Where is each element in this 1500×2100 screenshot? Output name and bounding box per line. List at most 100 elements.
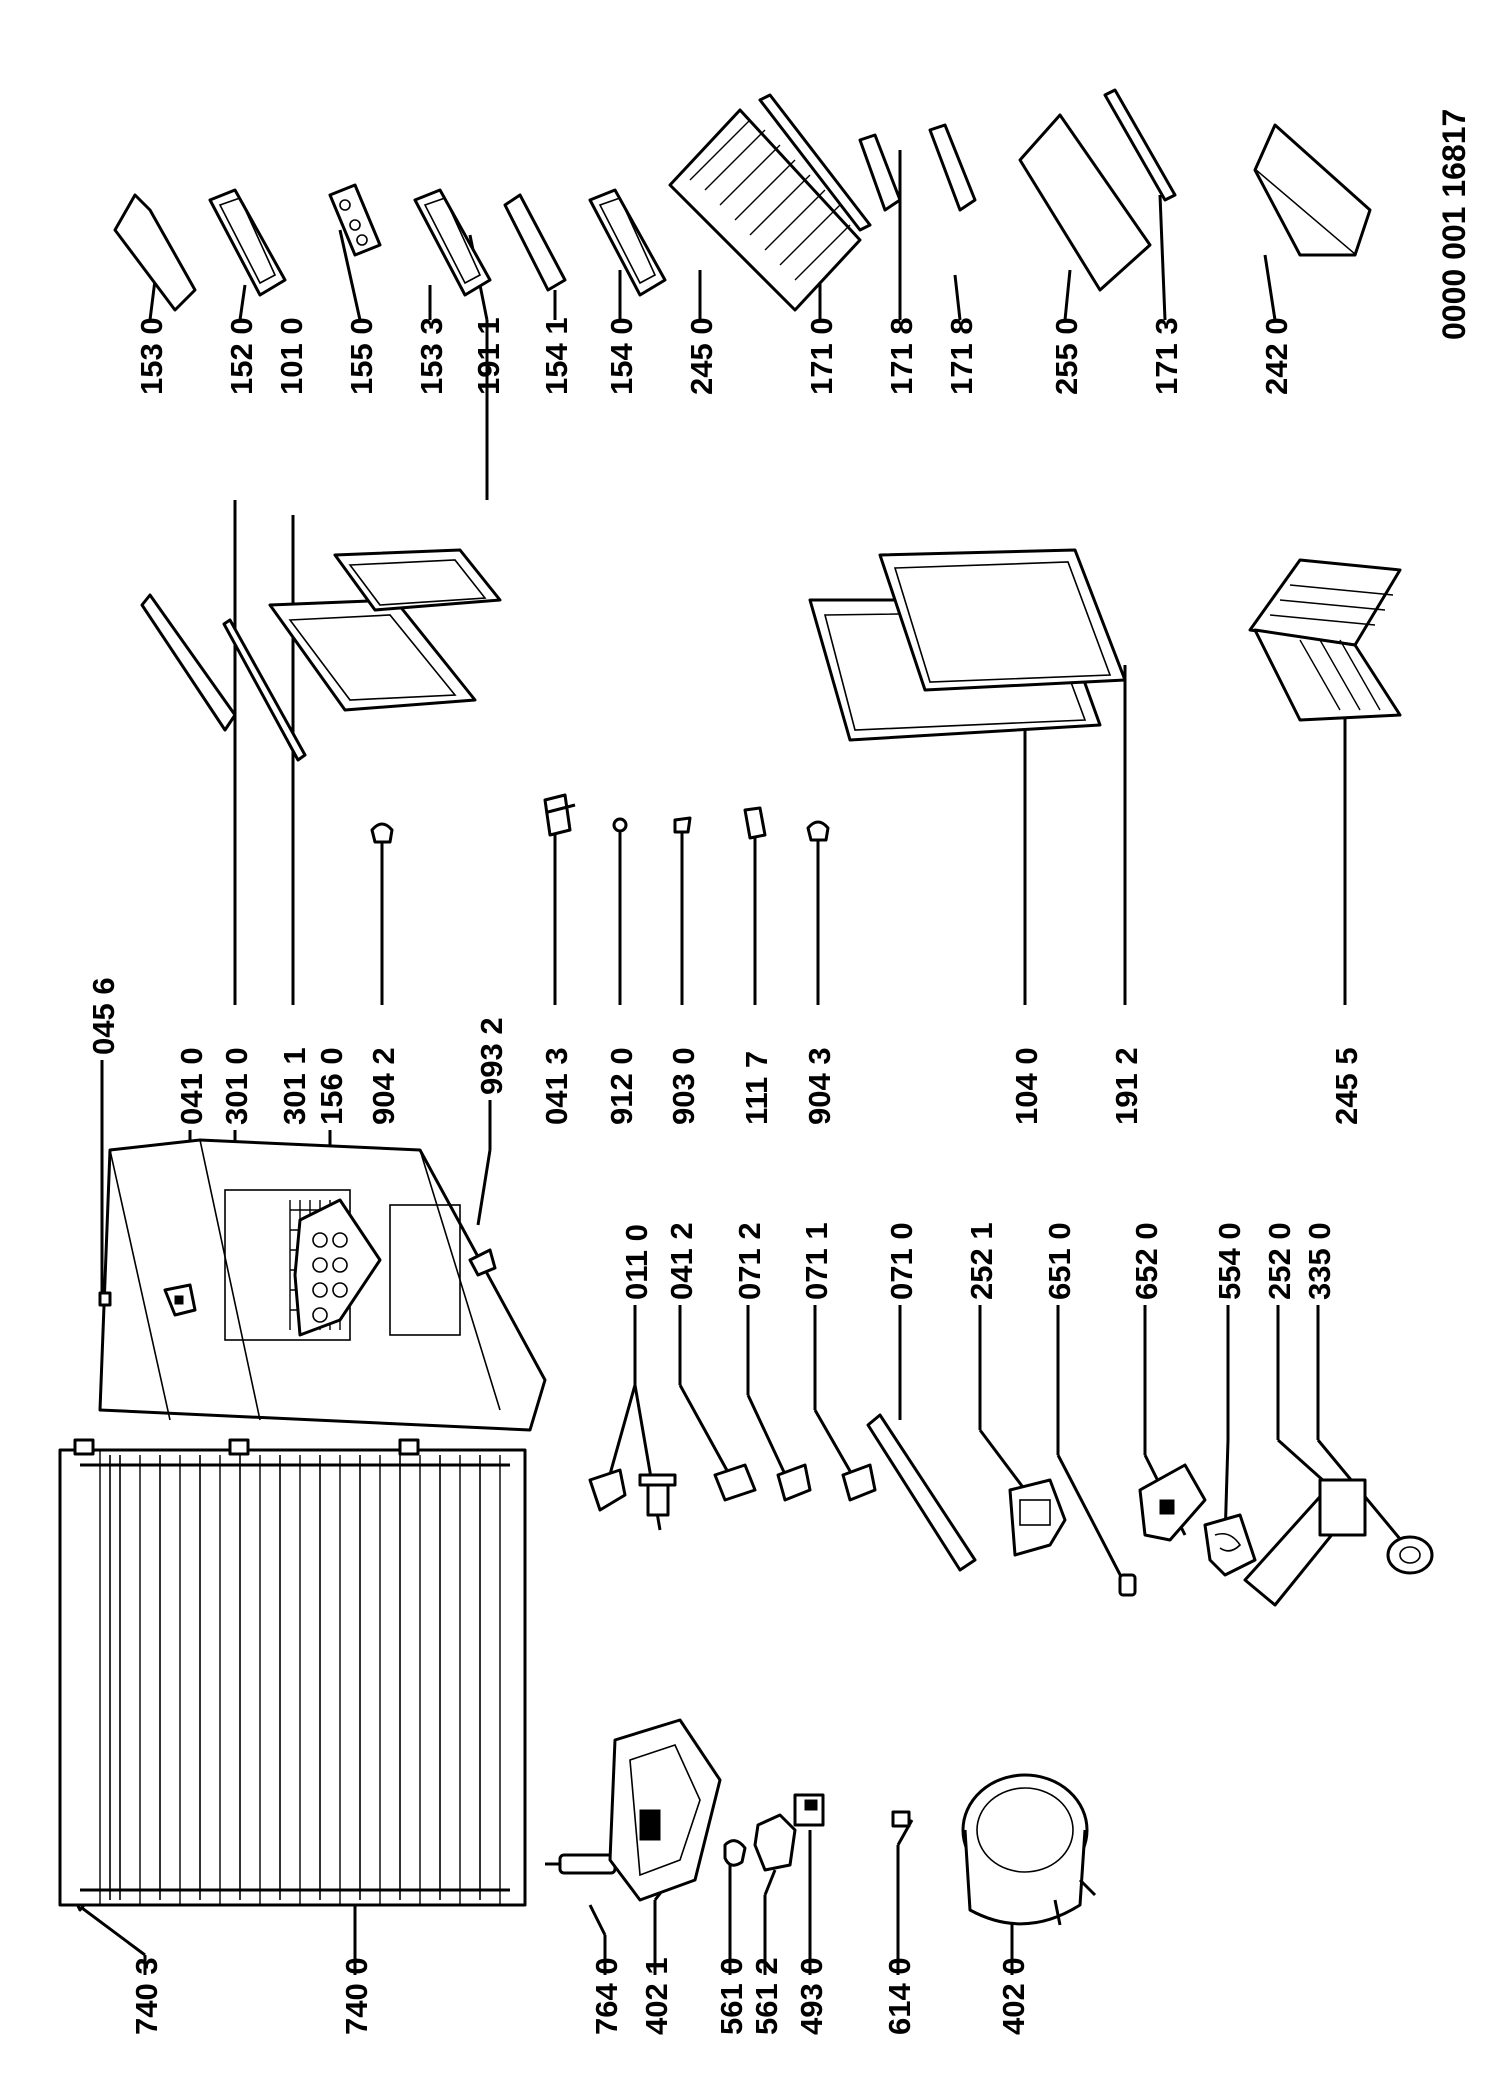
- label-041-0: 041 0: [174, 1047, 209, 1125]
- label-191-1: 191 1: [471, 317, 506, 395]
- label-301-0: 301 0: [219, 1047, 254, 1125]
- label-402-0: 402 0: [996, 1957, 1031, 2035]
- label-493-0: 493 0: [794, 1957, 829, 2035]
- part-764-0-dryer: [545, 1853, 617, 1875]
- label-651-0: 651 0: [1042, 1222, 1077, 1300]
- part-652-0-lampholder: [1138, 1463, 1207, 1542]
- label-252-0: 252 0: [1262, 1222, 1297, 1300]
- label-561-0: 561 0: [714, 1957, 749, 2035]
- part-252-0-control-panel: [1243, 1478, 1367, 1607]
- part-561-2-relay: [753, 1813, 797, 1872]
- part-993-2-wire: [468, 1248, 497, 1277]
- label-071-2: 071 2: [732, 1222, 767, 1300]
- part-171-3-strip: [1103, 88, 1177, 202]
- label-335-0: 335 0: [1302, 1222, 1337, 1300]
- part-071-2-hinge-cover: [776, 1463, 812, 1502]
- part-252-1-control: [1008, 1478, 1067, 1557]
- part-651-0-lamp: [1118, 1573, 1137, 1597]
- label-155-0: 155 0: [344, 317, 379, 395]
- label-402-1: 402 1: [639, 1957, 674, 2035]
- label-554-0: 554 0: [1212, 1222, 1247, 1300]
- part-301-1-strip: [222, 618, 307, 762]
- label-561-2: 561 2: [749, 1957, 784, 2035]
- label-101-0: 101 0: [274, 317, 309, 395]
- part-155-0-egg-insert: [328, 183, 382, 257]
- label-904-2: 904 2: [366, 1047, 401, 1125]
- part-101-0-door: [268, 598, 477, 712]
- label-071-0: 071 0: [884, 1222, 919, 1300]
- part-561-0-relay: [723, 1839, 747, 1867]
- part-912-0-screw: [612, 817, 628, 833]
- label-154-0: 154 0: [604, 317, 639, 395]
- part-740-0-condenser: [58, 1438, 527, 1907]
- part-171-8-support-a: [858, 133, 902, 212]
- part-255-0-glass-shelf: [1018, 113, 1152, 292]
- part-493-0-terminal: [793, 1793, 825, 1827]
- label-071-1: 071 1: [799, 1222, 834, 1300]
- part-153-3-shelf: [413, 188, 492, 297]
- document-code: 0000 001 16817: [1436, 109, 1472, 340]
- part-614-0-grommet: [891, 1810, 911, 1828]
- label-111-7: 111 7: [739, 1051, 774, 1125]
- label-740-3: 740 3: [129, 1957, 164, 2035]
- part-245-5-crisper: [1248, 558, 1402, 722]
- part-171-8-support-b: [928, 123, 977, 212]
- label-156-0: 156 0: [314, 1047, 349, 1125]
- part-301-0-handle: [140, 593, 237, 732]
- label-301-1: 301 1: [277, 1047, 312, 1125]
- label-245-5: 245 5: [1329, 1047, 1364, 1125]
- label-171-8-a: 171 8: [884, 317, 919, 395]
- label-912-0: 912 0: [604, 1047, 639, 1125]
- part-153-0-shelf: [113, 193, 197, 312]
- part-045-6-pin: [98, 1291, 112, 1307]
- part-904-2-cap: [370, 822, 394, 844]
- label-104-0: 104 0: [1009, 1047, 1044, 1125]
- label-245-0: 245 0: [684, 317, 719, 395]
- part-904-3-cap: [806, 820, 830, 842]
- label-154-1: 154 1: [539, 317, 574, 395]
- label-041-3: 041 3: [539, 1047, 574, 1125]
- part-071-1-hinge-cover: [841, 1463, 877, 1502]
- part-191-1-gasket: [333, 548, 502, 612]
- label-242-0: 242 0: [1259, 317, 1294, 395]
- label-903-0: 903 0: [666, 1047, 701, 1125]
- label-041-2: 041 2: [664, 1222, 699, 1300]
- part-011-0-feet: [588, 1468, 677, 1517]
- part-154-1-shelf: [503, 193, 567, 292]
- part-402-0-compressor: [961, 1773, 1097, 1926]
- labels: 740 3 740 0 764 0 402 1 561 0 561 2 493 …: [86, 109, 1472, 2035]
- part-041-2-bracket: [713, 1463, 757, 1502]
- part-111-7-plate: [743, 806, 767, 840]
- label-153-3: 153 3: [414, 317, 449, 395]
- label-191-2: 191 2: [1109, 1047, 1144, 1125]
- label-152-0: 152 0: [224, 317, 259, 395]
- label-045-6: 045 6: [86, 977, 121, 1055]
- part-171-0-strip: [758, 93, 872, 232]
- label-993-2: 993 2: [474, 1017, 509, 1095]
- part-554-0-thermostat: [1203, 1513, 1257, 1577]
- part-152-0-shelf: [208, 188, 287, 297]
- label-252-1: 252 1: [964, 1222, 999, 1300]
- label-904-3: 904 3: [802, 1047, 837, 1125]
- label-740-0: 740 0: [339, 1957, 374, 2035]
- part-335-0-knob: [1386, 1535, 1434, 1575]
- label-153-0: 153 0: [134, 317, 169, 395]
- part-154-0-shelf: [588, 188, 667, 297]
- label-011-0: 011 0: [619, 1224, 654, 1300]
- part-041-3-hinge: [543, 793, 576, 837]
- part-903-0-nut: [673, 816, 692, 834]
- label-764-0: 764 0: [589, 1957, 624, 2035]
- label-171-3: 171 3: [1149, 317, 1184, 395]
- part-156-0-egg-tray: [293, 1198, 382, 1337]
- label-255-0: 255 0: [1049, 317, 1084, 395]
- part-071-0-strip: [866, 1413, 977, 1572]
- part-041-0-hinge: [163, 1283, 197, 1317]
- part-191-2-gasket: [878, 548, 1127, 692]
- part-245-0-wire-shelf: [668, 108, 862, 312]
- label-171-8-b: 171 8: [944, 317, 979, 395]
- label-652-0: 652 0: [1129, 1222, 1164, 1300]
- part-242-0-drawer: [1253, 123, 1372, 257]
- part-402-1-cover: [608, 1718, 722, 1902]
- label-614-0: 614 0: [882, 1957, 917, 2035]
